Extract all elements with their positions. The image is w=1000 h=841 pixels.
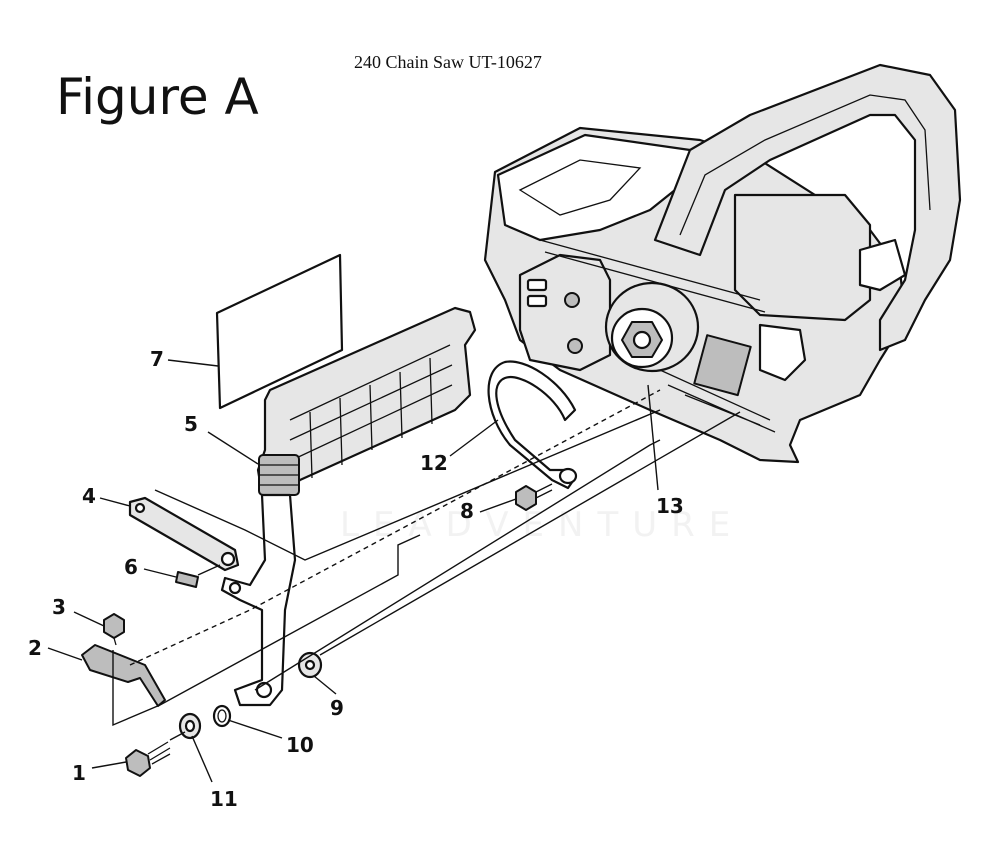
callout-10: 10 <box>286 733 314 757</box>
callout-11: 11 <box>210 787 238 811</box>
diagram-title: 240 Chain Saw UT-10627 <box>354 52 542 72</box>
clutch-drum <box>604 281 700 373</box>
assembly-lines <box>112 389 741 741</box>
part-12-brake-band <box>487 360 578 490</box>
callout-3: 3 <box>52 595 66 619</box>
callout-labels: 1 2 3 4 5 6 7 8 9 10 11 12 13 <box>28 347 684 811</box>
callout-6: 6 <box>124 555 138 579</box>
callout-9: 9 <box>330 696 344 720</box>
part-2-bracket <box>81 644 166 707</box>
callout-5: 5 <box>184 412 198 436</box>
chain-saw-body <box>483 63 962 464</box>
callout-7: 7 <box>150 347 164 371</box>
part-4-brake-link <box>128 496 240 572</box>
part-5-hand-guard <box>220 306 477 707</box>
callout-4: 4 <box>82 484 96 508</box>
callout-2: 2 <box>28 636 42 660</box>
callout-13: 13 <box>656 494 684 518</box>
callout-8: 8 <box>460 499 474 523</box>
callout-12: 12 <box>420 451 448 475</box>
part-8-screw <box>515 483 553 511</box>
part-1-bolt <box>125 741 171 777</box>
part-10-spring-washer <box>212 704 232 728</box>
part-11-washer <box>178 712 202 740</box>
part-7-decal <box>215 253 344 410</box>
callout-1: 1 <box>72 761 86 785</box>
figure-label: Figure A <box>56 68 259 126</box>
leader-lines <box>47 359 659 783</box>
part-6-pin <box>175 571 199 588</box>
watermark: LEADVENTURE <box>340 505 745 545</box>
part-3-screw <box>103 613 125 646</box>
